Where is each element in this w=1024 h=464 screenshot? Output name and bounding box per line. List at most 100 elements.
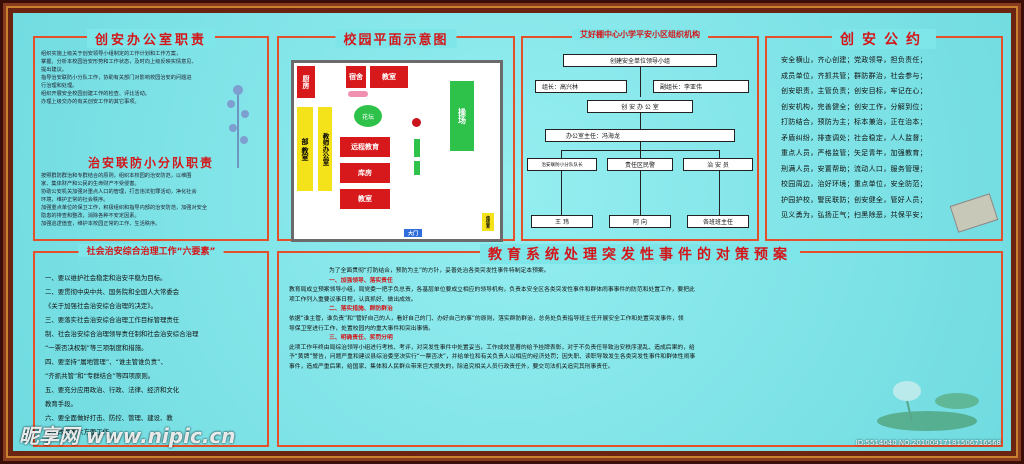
org-name-box: 各班班主任 bbox=[687, 215, 749, 228]
office-line: 办理上级交办的有关创安工作的其它事项。 bbox=[41, 99, 140, 105]
org-leader-box: 组长：高兴林 bbox=[535, 80, 627, 93]
org-line bbox=[640, 142, 641, 150]
six-line: 制、社会治安综合治理领导责任制和社会治安综合治理 bbox=[45, 330, 199, 338]
six-line: “一票否决权制”等三项制度和措施。 bbox=[45, 344, 148, 352]
org-line bbox=[561, 150, 562, 158]
dorm-block: 宿舍 bbox=[346, 66, 366, 88]
pact-line: 矛盾纠纷，排查调处；社会稳定，人人监督； bbox=[781, 133, 927, 142]
pact-line: 刑满人员，安置帮助；流动人口，服务管理； bbox=[781, 164, 927, 173]
department-label: 部 bbox=[301, 138, 309, 146]
plan-line: 教育局成立预案领导小组，局党委一把手负总责，各基层单位要成立相应的领导机构，负责… bbox=[289, 287, 695, 294]
patrol-line: 隐患的排查和整改，消除各种不安定因素。 bbox=[41, 213, 140, 219]
six-line: 教育手段。 bbox=[45, 400, 77, 408]
six-line: 育、改造等六方面工作。 bbox=[45, 428, 116, 436]
lotus-decoration-icon bbox=[877, 381, 979, 431]
pact-line: 创安职责，主管负责；创安目标，牢记在心； bbox=[781, 87, 927, 95]
org-line bbox=[640, 113, 641, 129]
org-chart-title: 艾好棚中心小学平安小区组织机构 bbox=[572, 29, 708, 40]
pact-line: 安全横山，齐心创建；党政领导，担负责任； bbox=[781, 56, 927, 64]
six-line: “齐抓共管”和“专群结合”等四项原则。 bbox=[45, 372, 155, 380]
plan-heading: 二、落实措施、群防群治 bbox=[329, 306, 393, 313]
pact-panel: 创安公约 安全横山，齐心创建；党政领导，担负责任； 成员单位，齐抓共管；群防群治… bbox=[765, 29, 1003, 241]
office-duties-panel: 创安办公室职责 组织实施上级关于创安领导小组制定的工作计划和工作方案， 掌握、分… bbox=[33, 29, 269, 241]
plan-line: 此项工作年终由局综治领导小组进行考核、考评，对突发性事件中处置妥当，工作成效显著… bbox=[289, 344, 695, 351]
teacher-office-block: 教师办公室 bbox=[318, 107, 332, 191]
org-line bbox=[640, 171, 641, 215]
guard-room-block: 值班室 bbox=[482, 213, 494, 231]
campus-map: 厨房 宿舍 教室 花坛 部 教室 教师办公室 远程教育 库房 教室 操场 大门 … bbox=[291, 60, 503, 242]
plan-line: 导保卫室进行工作，处置校园内的重大事件和突出事情。 bbox=[289, 325, 434, 332]
six-line: 三、要落实社会治安综合治理工作目标管理责任 bbox=[45, 316, 180, 324]
plan-line: 予“黄牌”警告，问题严重和建议县综治委坚决实行“一票否决”，并给单位和有关负责人… bbox=[289, 354, 696, 361]
emergency-plan-text: 为了全面贯彻“打防结合，预防为主”的方针，妥善处治各类突发性事件特制定本预案。 … bbox=[289, 267, 993, 373]
org-director-box: 办公室主任：冯海龙 bbox=[545, 129, 735, 142]
org-name-box: 阿 向 bbox=[609, 215, 671, 228]
pact-line: 重点人员，严格监管；矢足青年，加强教育； bbox=[781, 149, 927, 157]
org-deputy-box: 副组长：李亚伟 bbox=[653, 80, 749, 93]
office-duties-title: 创安办公室职责 bbox=[86, 29, 216, 48]
patrol-line: 家、集体财产和公民的生命财产不受侵害。 bbox=[41, 181, 140, 187]
plan-intro: 为了全面贯彻“打防结合，预防为主”的方针，妥善处治各类突发性事件特制定本预案。 bbox=[329, 268, 550, 274]
plan-line: 依据“谁主管，谁负责”和“管好自己的人，看好自己的门、办好自己的事”的原则，落实… bbox=[289, 315, 684, 322]
six-elements-text: 一、要以维护社会稳定和治安平稳为目标。 二、要贯彻中央中共、国务院和全国人大常委… bbox=[45, 271, 263, 439]
office-line: 指导治安联防小分队工作，协助有关部门对影响校园治安的问题进 bbox=[41, 75, 192, 81]
org-branch-box: 治 安 员 bbox=[683, 158, 753, 171]
six-elements-panel: 社会治安综合治理工作“六要素” 一、要以维护社会稳定和治安平稳为目标。 二、要贯… bbox=[33, 244, 269, 447]
plan-heading: 一、加强领导、落实责任 bbox=[329, 277, 393, 284]
patrol-line: 环境，维护正常的社会秩序。 bbox=[41, 197, 109, 203]
org-line bbox=[719, 150, 720, 158]
six-line: 六、要全面做好打击、防控、管理、建设、教 bbox=[45, 414, 173, 422]
six-line: 《关于加强社会治安综合治理的决定》。 bbox=[45, 302, 157, 310]
bulletin-board: 创安办公室职责 组织实施上级关于创安领导小组制定的工作计划和工作方案， 掌握、分… bbox=[13, 13, 1011, 451]
six-elements-title: 社会治安综合治理工作“六要素” bbox=[78, 244, 224, 257]
flowerbed-pink bbox=[348, 91, 368, 97]
warehouse-block: 库房 bbox=[340, 163, 390, 183]
flower-bed-label: 花坛 bbox=[361, 113, 374, 121]
pact-line: 见义勇为，弘扬正气；扫黑除恶，共保平安； bbox=[781, 211, 927, 219]
org-chart-panel: 艾好棚中心小学平安小区组织机构 创建安全单位领导小组 组长：高兴林 副组长：李亚… bbox=[521, 29, 759, 241]
six-line: 五、要充分应用政治、行政、法律、经济和文化 bbox=[45, 386, 180, 394]
department-block: 部 教室 bbox=[297, 107, 313, 191]
patrol-line: 加强巡逻值查，维护本校园正常的工作、生活秩序。 bbox=[41, 221, 161, 227]
campus-map-title: 校园平面示意图 bbox=[335, 29, 457, 48]
green-strip-2 bbox=[414, 161, 420, 175]
pact-line: 创安机构，完善健全；创安工作，分解到位； bbox=[781, 102, 927, 111]
pact-line: 打防结合，预防为主；标本兼治，正在治本； bbox=[781, 118, 927, 126]
patrol-line: 协助公安机关加强对重点人口的管理，打击违法犯罪活动，净化社会 bbox=[41, 189, 197, 195]
emergency-plan-panel: 教育系统处理突发性事件的对策预案 为了全面贯彻“打防结合，预防为主”的方针，妥善… bbox=[277, 244, 1003, 447]
org-line bbox=[719, 171, 720, 215]
org-office-box: 创 安 办 公 室 bbox=[587, 100, 693, 113]
org-top-box: 创建安全单位领导小组 bbox=[563, 54, 717, 67]
pact-line: 校园周边，治好环境；重点单位，安全防范； bbox=[781, 180, 927, 188]
org-branch-box: 责任区民警 bbox=[607, 158, 673, 171]
canteen-block: 厨房 bbox=[297, 66, 315, 98]
pact-line: 成员单位，齐抓共管；群防群治，社会参与； bbox=[781, 71, 927, 80]
office-line: 提出建议。 bbox=[41, 67, 67, 73]
office-duties-text: 组织实施上级关于创安领导小组制定的工作计划和工作方案， 掌握、分析本校园治安形势… bbox=[41, 50, 263, 106]
playground-label: 操场 bbox=[457, 108, 467, 124]
department-label-2: 教室 bbox=[301, 147, 309, 161]
gate-block: 大门 bbox=[404, 229, 422, 237]
pact-line: 护园护校，警民联防；创安健全，管好人员； bbox=[781, 195, 927, 204]
playground-block: 操场 bbox=[450, 81, 474, 151]
watermark-brand: 昵享网 www.nipic.cn bbox=[19, 424, 236, 448]
org-line bbox=[640, 150, 641, 158]
emergency-plan-title: 教育系统处理突发性事件的对策预案 bbox=[480, 244, 800, 264]
flower-bed: 花坛 bbox=[354, 105, 382, 127]
plan-heading: 三、明确责任、奖罚分明 bbox=[329, 335, 393, 342]
org-name-box: 王 玮 bbox=[531, 215, 593, 228]
remote-edu-block: 远程教育 bbox=[340, 137, 390, 157]
plan-line: 项工作列入重要议事日程，认真抓好、做出成效。 bbox=[289, 296, 417, 303]
plan-line: 事件，造成严重后果，给国家、集体和人民群众带来巨大损失的，除追究相关人员行政责任… bbox=[289, 363, 614, 370]
patrol-line: 加强重点单位的保卫工作，积极组织和指导内部的治安防范，加强对安全 bbox=[41, 205, 208, 211]
patrol-line: 按照群防群治和专群结合的原则，组织本校园的治安防范，以维围 bbox=[41, 173, 192, 179]
pact-title: 创安公约 bbox=[832, 29, 936, 49]
pact-text: 安全横山，齐心创建；党政领导，担负责任； 成员单位，齐抓共管；群防群治，社会参与… bbox=[781, 53, 981, 224]
patrol-team-title: 治安联防小分队职责 bbox=[87, 156, 214, 170]
watermark-id: ID:5514040 NO:20100917181506716568 bbox=[855, 439, 1001, 447]
flower-decoration-icon bbox=[227, 85, 249, 168]
office-line: 组织开展安全校园创建工作的检查、评比活动。 bbox=[41, 91, 150, 97]
six-line: 四、要坚持“属地管理”、“谁主管谁负责”、 bbox=[45, 358, 167, 366]
classroom-top-block: 教室 bbox=[370, 66, 408, 88]
patrol-team-text: 按照群防群治和专群结合的原则，组织本校园的治安防范，以维围 家、集体财产和公民的… bbox=[41, 172, 263, 228]
